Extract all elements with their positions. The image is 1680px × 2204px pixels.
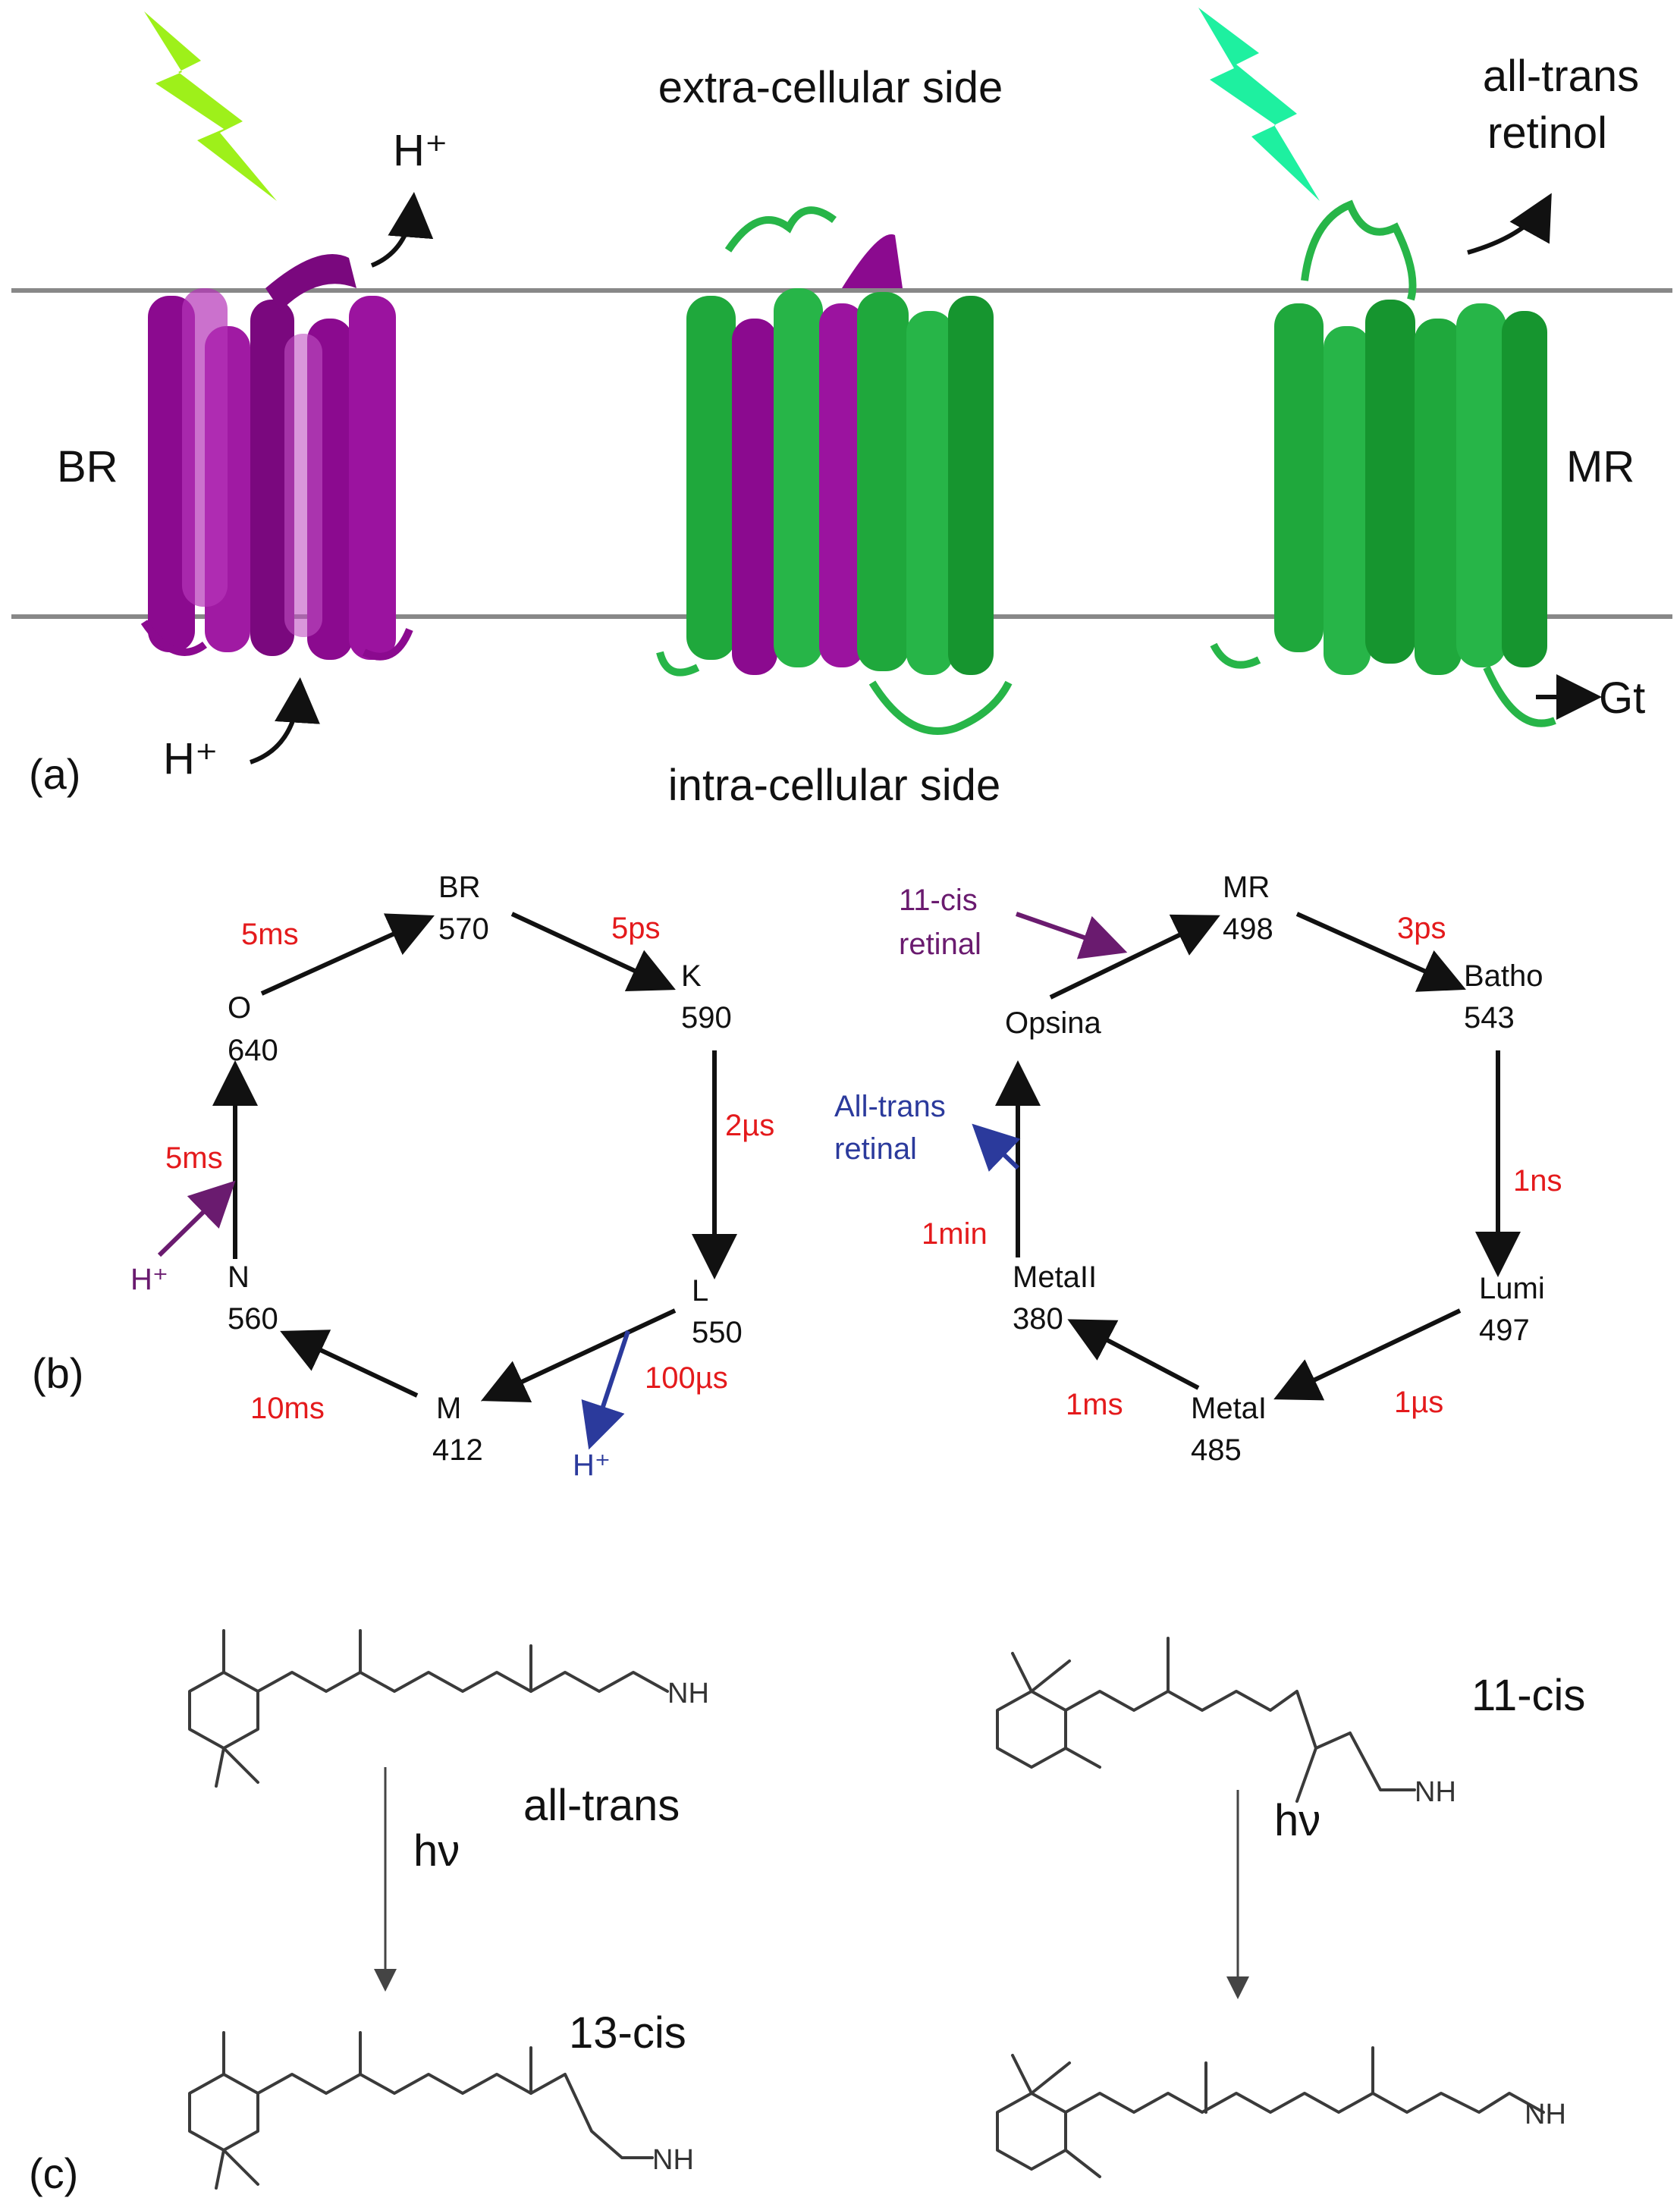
proton-out-arrow [370,192,434,268]
mr-state-metai: MetaI [1191,1392,1267,1425]
br-proton-uptake-label: H⁺ [130,1263,168,1296]
br-rate-o-br: 5ms [241,918,299,951]
br-state-m: M [436,1392,461,1425]
br-rate-l-m: 100µs [645,1361,728,1395]
mr-arrow-metai-metaii [1067,1319,1200,1390]
hv-left-label: hν [413,1826,460,1876]
br-state-k-nm: 590 [681,1001,732,1034]
mr-cis-in-label-line1: 11-cis [899,884,978,917]
retinol-label-line1: all-trans [1483,52,1639,101]
retinol-out-arrow [1467,193,1552,255]
all-trans-label: all-trans [523,1781,680,1830]
11-cis-nh-label: NH [1415,1776,1456,1808]
br-rate-m-n: 10ms [250,1392,325,1425]
panel-c-label: (c) [29,2149,78,2197]
mr-cis-in-label-line2: retinal [899,928,981,961]
br-state-o: O [228,991,251,1025]
br-state-k: K [681,959,702,993]
br-rate-n-o: 5ms [165,1141,223,1175]
br-proton-release-label: H⁺ [573,1449,611,1482]
mr-cis-in-arrow [1016,912,1128,959]
br-protein-structure [140,254,413,661]
mr-protein-structure [1210,199,1556,727]
panel-b: BR 570 K 590 L 550 M 412 N 560 O 640 5ps… [32,871,1562,1482]
gt-label: Gt [1599,673,1645,723]
br-state-n: N [228,1261,250,1294]
panel-b-label: (b) [32,1349,83,1397]
br-state-br-nm: 570 [438,912,489,946]
product-nh-label: NH [1525,2099,1566,2130]
mr-arrow-mr-batho [1295,912,1466,992]
mr-trans-out-arrow [972,1123,1021,1172]
13-cis-nh-label: NH [652,2144,694,2176]
br-rate-br-k: 5ps [611,912,661,945]
overlay-protein-structure [656,206,1013,735]
mr-state-batho: Batho [1464,959,1543,993]
br-proton-release-arrow [581,1330,630,1450]
retinol-label-line2: retinol [1487,108,1607,158]
mr-rate-lumi-metai: 1µs [1394,1386,1443,1419]
br-cycle: BR 570 K 590 L 550 M 412 N 560 O 640 5ps… [130,871,774,1482]
br-state-l: L [692,1274,708,1308]
panel-a-label: (a) [29,750,80,798]
mr-trans-out-label-line2: retinal [834,1132,917,1166]
extracellular-label: extra-cellular side [658,63,1003,112]
br-proton-uptake-arrow [157,1180,236,1257]
mr-state-metai-nm: 485 [1191,1433,1242,1467]
all-trans-nh-label: NH [667,1678,709,1710]
panel-c: NH all-trans hν NH 13-cis NH 11- [29,1629,1585,2197]
mr-rate-mr-batho: 3ps [1397,912,1446,945]
13-cis-label: 13-cis [569,2008,686,2058]
proton-in-arrow [250,677,320,764]
panel-a: extra-cellular side intra-cellular side … [11,8,1672,810]
br-state-l-nm: 550 [692,1316,743,1349]
br-state-m-nm: 412 [432,1433,483,1467]
mr-cycle: MR 498 Batho 543 Lumi 497 MetaI 485 Meta… [834,871,1562,1467]
br-state-n-nm: 560 [228,1302,278,1336]
br-state-o-nm: 640 [228,1034,278,1067]
br-arrow-o-br [260,913,435,996]
light-bolt-mr-icon [1198,8,1320,201]
mr-state-metaii: MetaII [1013,1261,1097,1294]
mr-rate-metai-metaii: 1ms [1066,1388,1123,1421]
br-rate-k-l: 2µs [725,1109,774,1142]
all-trans-retinal-structure: NH [188,1629,709,1788]
mr-state-lumi: Lumi [1479,1272,1545,1305]
proton-in-label: H⁺ [163,734,218,783]
mr-state-opsina: Opsina [1005,1006,1101,1040]
br-state-br: BR [438,871,481,904]
13-cis-retinal-structure: NH [188,2031,694,2190]
mr-state-batho-nm: 543 [1464,1001,1515,1034]
hv-right-label: hν [1274,1796,1320,1845]
mr-rate-metaii-opsina: 1min [922,1217,988,1251]
mr-state-metaii-nm: 380 [1013,1302,1063,1336]
intracellular-label: intra-cellular side [668,761,1000,810]
mr-rate-batho-lumi: 1ns [1513,1164,1562,1198]
br-label: BR [57,442,118,491]
mr-arrow-lumi-metai [1273,1308,1462,1401]
mr-arrow-opsina-mr [1049,914,1220,1000]
proton-out-label: H⁺ [393,126,448,175]
br-arrow-m-n [280,1330,419,1398]
mr-state-lumi-nm: 497 [1479,1314,1530,1347]
br-arrow-l-m [481,1308,677,1402]
mr-label: MR [1566,442,1634,491]
mr-trans-out-label-line1: All-trans [834,1090,946,1123]
light-bolt-br-icon [144,11,277,201]
all-trans-retinal-product-structure: NH [996,2046,1566,2178]
11-cis-retinal-structure: NH [996,1637,1456,1808]
11-cis-label: 11-cis [1471,1671,1585,1720]
mr-state-mr: MR [1223,871,1270,904]
br-arrow-br-k [510,912,676,992]
mr-state-mr-nm: 498 [1223,912,1273,946]
